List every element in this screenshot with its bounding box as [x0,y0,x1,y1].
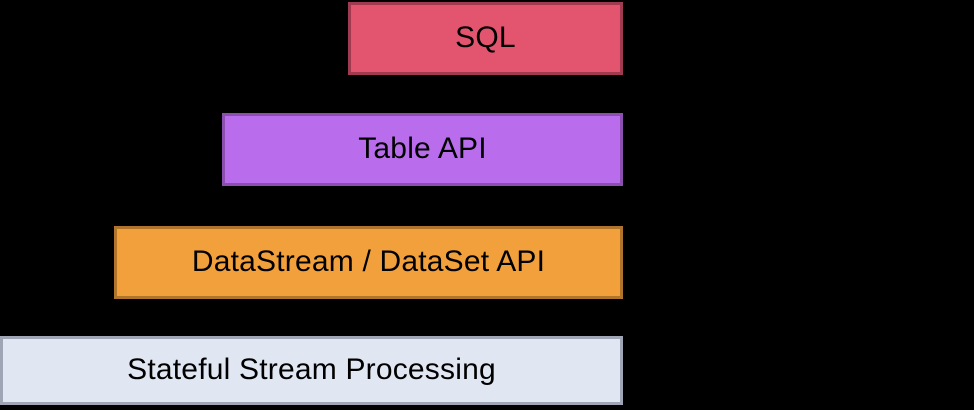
layer-label-table-api: Table API [358,131,487,165]
layer-label-sql: SQL [455,20,516,54]
layer-box-table-api[interactable]: Table API [222,113,623,186]
layer-box-stateful-stream-processing[interactable]: Stateful Stream Processing [0,336,623,405]
layer-label-stateful-stream-processing: Stateful Stream Processing [127,352,496,386]
layer-box-sql[interactable]: SQL [348,2,623,75]
layer-box-datastream-dataset-api[interactable]: DataStream / DataSet API [114,226,623,299]
layer-label-datastream-dataset-api: DataStream / DataSet API [191,244,546,278]
